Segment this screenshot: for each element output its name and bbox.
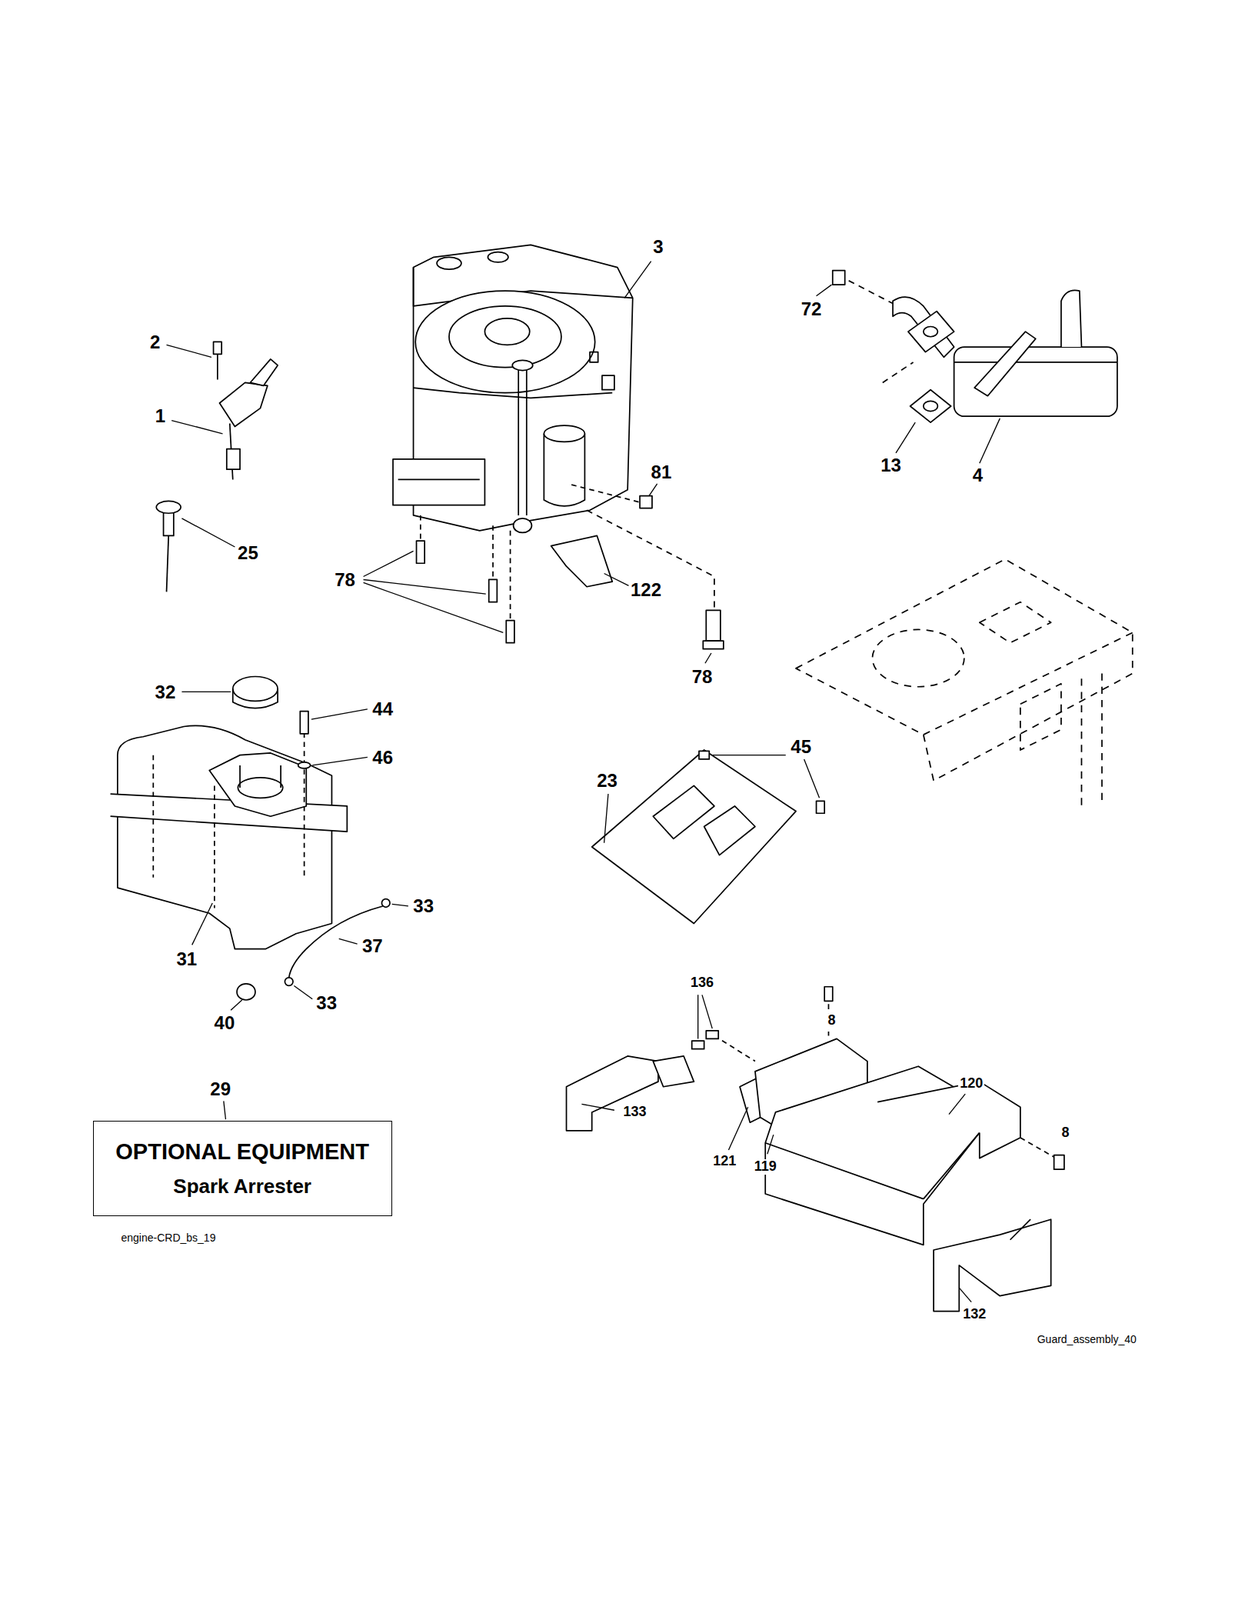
callout-number: 29 bbox=[208, 1078, 233, 1099]
callout-number: 8 bbox=[1059, 1125, 1071, 1141]
note-body: Spark Arrester bbox=[173, 1173, 312, 1199]
callout-number: 133 bbox=[621, 1105, 648, 1121]
callout-number: 81 bbox=[649, 462, 674, 483]
callout-number: 132 bbox=[961, 1306, 988, 1322]
callout-number: 1 bbox=[153, 406, 167, 427]
callout-number: 44 bbox=[370, 699, 395, 720]
callout-number: 23 bbox=[595, 770, 620, 791]
choke-control bbox=[156, 500, 181, 592]
engine bbox=[392, 244, 633, 533]
muffler bbox=[832, 270, 1118, 423]
callout-number: 78 bbox=[690, 666, 715, 687]
callout-number: 32 bbox=[153, 682, 178, 703]
callout-number: 122 bbox=[629, 579, 663, 600]
bracket bbox=[551, 535, 613, 586]
callout-number: 37 bbox=[360, 935, 385, 956]
guard-assembly bbox=[566, 986, 1065, 1312]
throttle-control bbox=[213, 341, 279, 480]
callout-number: 2 bbox=[148, 331, 162, 352]
callout-number: 119 bbox=[752, 1158, 779, 1175]
frame-outline bbox=[795, 559, 1133, 806]
callout-number: 8 bbox=[826, 1012, 838, 1029]
callout-number: 136 bbox=[689, 975, 716, 991]
callout-number: 3 bbox=[651, 236, 665, 257]
callout-number: 40 bbox=[213, 1012, 237, 1033]
figure-code: Guard_assembly_40 bbox=[1035, 1334, 1139, 1346]
callout-number: 78 bbox=[332, 569, 357, 590]
callout-number: 13 bbox=[878, 455, 903, 476]
note-box: OPTIONAL EQUIPMENT Spark Arrester bbox=[93, 1120, 393, 1216]
callout-number: 33 bbox=[314, 992, 339, 1013]
callout-number: 46 bbox=[370, 746, 395, 767]
callout-number: 31 bbox=[174, 948, 199, 969]
callout-number: 4 bbox=[971, 465, 985, 486]
callout-number: 72 bbox=[799, 299, 824, 320]
engine-bolts bbox=[416, 484, 724, 650]
callout-number: 121 bbox=[711, 1153, 738, 1169]
figure-code: engine-CRD_bs_19 bbox=[119, 1231, 217, 1244]
callout-number: 45 bbox=[788, 736, 813, 757]
callout-number: 25 bbox=[236, 542, 260, 563]
note-heading: OPTIONAL EQUIPMENT bbox=[115, 1137, 370, 1166]
fuel-tank bbox=[110, 675, 390, 1000]
callout-number: 33 bbox=[411, 895, 436, 916]
callout-number: 120 bbox=[958, 1075, 985, 1092]
engine-plate bbox=[592, 749, 825, 924]
